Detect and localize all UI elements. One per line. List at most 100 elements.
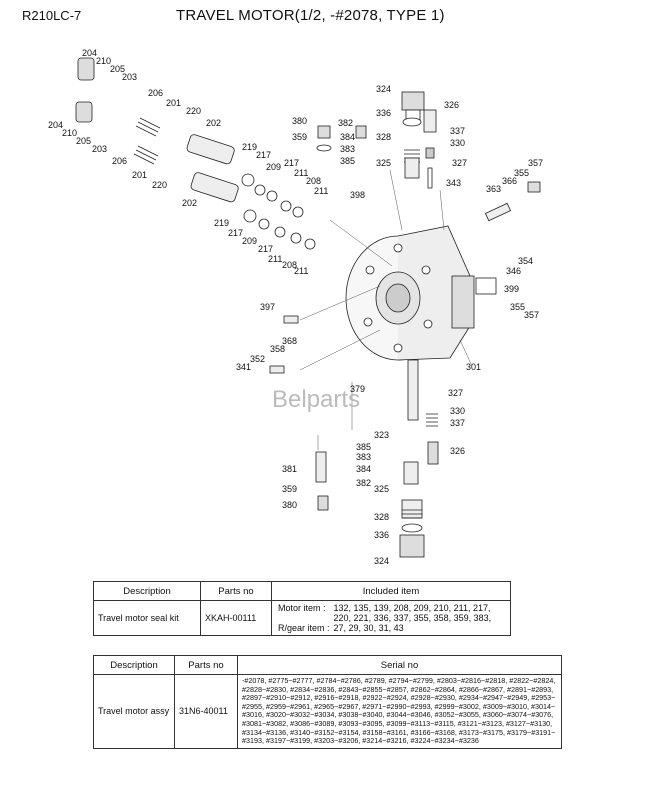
motor-assy-table: Description Parts no Serial no Travel mo…: [93, 655, 562, 749]
part-callout: 385: [340, 156, 355, 166]
part-callout: 217: [258, 244, 273, 254]
part-callout: 323: [374, 430, 389, 440]
assy-header-row: Description Parts no Serial no: [93, 655, 562, 675]
part-callout: 208: [306, 176, 321, 186]
leader-lines: [299, 169, 473, 450]
part-callout: 211: [294, 266, 308, 276]
part-callout: 203: [122, 72, 137, 82]
part-callout: 209: [266, 162, 281, 172]
col-parts-no: Parts no: [174, 655, 238, 675]
part-callout: 359: [282, 484, 297, 494]
part-callout: 217: [256, 150, 271, 160]
part-callout: 337: [450, 126, 465, 136]
part-callout: 324: [374, 556, 389, 566]
part-callout: 325: [374, 484, 389, 494]
part-callout: 359: [292, 132, 307, 142]
rgear-items: 27, 29, 30, 31, 43: [333, 623, 404, 633]
model-code: R210LC-7: [22, 8, 82, 23]
part-callout: 211: [268, 254, 282, 264]
col-serial-no: Serial no: [237, 655, 562, 675]
part-callout: 363: [486, 184, 501, 194]
part-callout: 327: [452, 158, 467, 168]
assy-parts-no: 31N6-40011: [174, 674, 238, 749]
part-callout: 204: [82, 48, 97, 58]
table-row: Travel motor seal kit XKAH-00111 Motor i…: [93, 600, 511, 636]
col-description: Description: [93, 581, 201, 601]
part-callout: 343: [446, 178, 461, 188]
lower-valve-stack: [315, 359, 439, 558]
part-callout: 205: [76, 136, 91, 146]
kit-parts-no: XKAH-00111: [200, 600, 272, 636]
part-callout: 220: [186, 106, 201, 116]
part-callout: 211: [314, 186, 328, 196]
upper-valve-stack: [316, 91, 437, 189]
part-callout: 210: [96, 56, 111, 66]
part-callout: 384: [356, 464, 371, 474]
part-callout: 324: [376, 84, 391, 94]
part-callout: 379: [350, 384, 365, 394]
part-callout: 382: [338, 118, 353, 128]
part-callout: 328: [374, 512, 389, 522]
part-callout: 384: [340, 132, 355, 142]
part-callout: 397: [260, 302, 275, 312]
part-callout: 202: [182, 198, 197, 208]
rgear-item-label: R/gear item :: [278, 623, 330, 633]
part-callout: 337: [450, 418, 465, 428]
side-fittings: [269, 181, 541, 374]
part-callout: 380: [282, 500, 297, 510]
part-callout: 208: [282, 260, 297, 270]
part-callout: 398: [350, 190, 365, 200]
part-callout: 336: [376, 108, 391, 118]
table-row: Travel motor assy 31N6-40011 -#2078, #27…: [93, 674, 562, 749]
part-callout: 217: [284, 158, 299, 168]
part-callout: 205: [110, 64, 125, 74]
part-callout: 355: [514, 168, 529, 178]
part-callouts: 2042102052032062012202022042102052032062…: [48, 48, 543, 566]
part-callout: 341: [236, 362, 251, 372]
part-callout: 301: [466, 362, 481, 372]
part-callout: 217: [228, 228, 243, 238]
col-parts-no: Parts no: [200, 581, 272, 601]
part-callout: 206: [148, 88, 163, 98]
part-callout: 346: [506, 266, 521, 276]
part-callout: 209: [242, 236, 257, 246]
part-callout: 358: [270, 344, 285, 354]
motor-items-line-1: 132, 135, 139, 208, 209, 210, 211, 217,: [333, 603, 491, 613]
motor-housing: [345, 225, 475, 361]
part-callout: 327: [448, 388, 463, 398]
part-callout: 330: [450, 138, 465, 148]
part-callout: 210: [62, 128, 77, 138]
part-callout: 330: [450, 406, 465, 416]
part-callout: 381: [282, 464, 297, 474]
seal-kit-header-row: Description Parts no Included item: [93, 581, 511, 601]
assy-serial-list: -#2078, #2775~#2777, #2784~#2786, #2789,…: [237, 674, 562, 749]
col-description: Description: [93, 655, 175, 675]
page-title: TRAVEL MOTOR(1/2, -#2078, TYPE 1): [176, 7, 445, 24]
part-callout: 354: [518, 256, 533, 266]
part-callout: 380: [292, 116, 307, 126]
exploded-parts-diagram: 2042102052032062012202022042102052032062…: [48, 48, 543, 566]
part-callout: 204: [48, 120, 63, 130]
kit-included-items: Motor item : 132, 135, 139, 208, 209, 21…: [271, 600, 511, 636]
part-callout: 383: [356, 452, 371, 462]
part-callout: 206: [112, 156, 127, 166]
part-callout: 382: [356, 478, 371, 488]
part-callout: 399: [504, 284, 519, 294]
part-callout: 219: [242, 142, 257, 152]
part-callout: 326: [444, 100, 459, 110]
col-included-item: Included item: [271, 581, 511, 601]
part-callout: 355: [510, 302, 525, 312]
part-callout: 202: [206, 118, 221, 128]
spool-assemblies: [75, 57, 316, 250]
part-callout: 352: [250, 354, 265, 364]
seal-kit-table: Description Parts no Included item Trave…: [93, 581, 511, 636]
part-callout: 328: [376, 132, 391, 142]
part-callout: 326: [450, 446, 465, 456]
part-callout: 383: [340, 144, 355, 154]
part-callout: 220: [152, 180, 167, 190]
motor-item-label: Motor item :: [278, 603, 326, 613]
part-callout: 201: [166, 98, 181, 108]
assy-description: Travel motor assy: [93, 674, 175, 749]
part-callout: 203: [92, 144, 107, 154]
motor-items-line-2: 220, 221, 336, 337, 355, 358, 359, 383,: [333, 613, 492, 623]
